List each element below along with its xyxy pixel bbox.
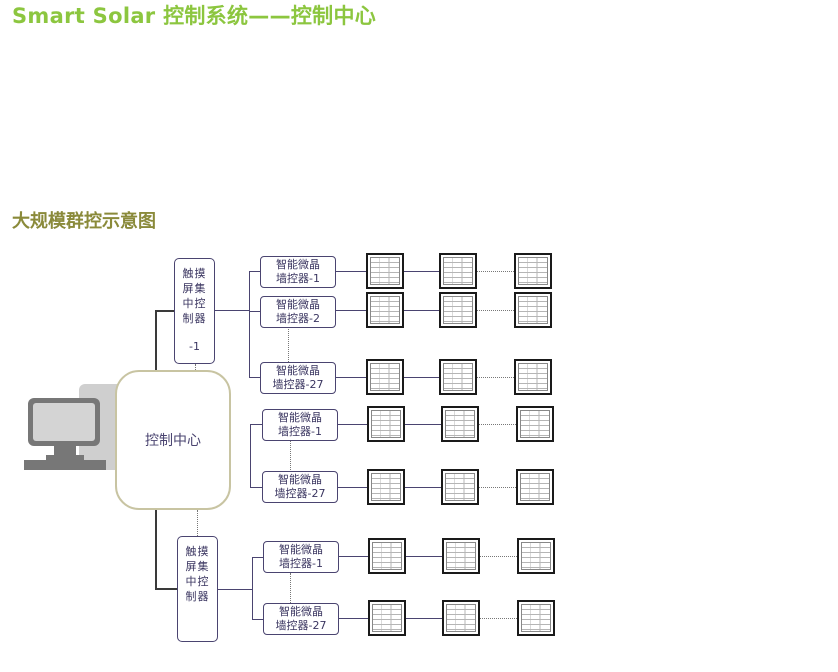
control-center-box: 控制中心: [115, 370, 231, 510]
wall-controller-a27: 智能微晶墙控器-27: [260, 362, 336, 394]
wall-controller-c27: 智能微晶墙控器-27: [263, 603, 339, 635]
pc-monitor: [28, 398, 100, 446]
screen-link: [404, 271, 439, 272]
glass-panel-icon: [439, 292, 477, 328]
bus-a-dotted: [288, 327, 289, 362]
glass-panel-icon: [517, 538, 555, 574]
touch-controller-2-label: 触摸屏集中控制器: [185, 545, 210, 603]
bus-b-v: [250, 424, 251, 488]
glass-panel-icon: [368, 538, 406, 574]
glass-panel-icon: [366, 359, 404, 395]
screen-link-dotted: [477, 271, 514, 272]
screen-link: [336, 310, 366, 311]
glass-panel-icon: [516, 469, 554, 505]
wall-controller-a2: 智能微晶墙控器-2: [260, 296, 336, 328]
wall-controller-label: 智能微晶: [276, 298, 320, 311]
glass-panel-icon: [367, 406, 405, 442]
wall-controller-label: 墙控器-1: [278, 425, 322, 438]
screen-link: [405, 487, 441, 488]
pc-stand: [46, 455, 84, 460]
wall-controller-label: 智能微晶: [278, 411, 322, 424]
screen-link-dotted: [477, 310, 514, 311]
screen-link: [339, 556, 368, 557]
bus-a-h: [215, 310, 249, 311]
screen-link-dotted: [480, 556, 517, 557]
bus-c-br1: [252, 557, 263, 558]
wall-controller-label: 墙控器-2: [276, 312, 320, 325]
screen-link: [404, 377, 439, 378]
glass-panel-icon: [514, 292, 552, 328]
link-dotted-center-touch-bottom: [197, 510, 198, 536]
glass-panel-icon: [514, 359, 552, 395]
screen-link: [338, 487, 367, 488]
pc-keyboard: [24, 460, 106, 470]
wall-controller-c1: 智能微晶墙控器-1: [263, 541, 339, 573]
control-center-label: 控制中心: [145, 433, 201, 449]
wall-controller-label: 智能微晶: [276, 258, 320, 271]
touch-controller-2: 触摸屏集中控制器: [177, 536, 218, 642]
screen-link: [338, 424, 367, 425]
link-center-bottom-h: [155, 588, 177, 590]
glass-panel-icon: [439, 359, 477, 395]
bus-c-dotted: [290, 573, 291, 603]
screen-link: [339, 618, 368, 619]
bus-c-h: [218, 589, 252, 590]
pc-neck: [54, 446, 76, 455]
bus-a-br1: [249, 271, 260, 272]
glass-panel-icon: [442, 600, 480, 636]
touch-controller-1-label: 触摸屏集中控制器: [182, 267, 207, 325]
glass-panel-icon: [439, 253, 477, 289]
wall-controller-label: 墙控器-1: [279, 557, 323, 570]
wall-controller-label: 墙控器-27: [274, 487, 326, 500]
wall-controller-b1: 智能微晶墙控器-1: [262, 409, 338, 441]
link-center-bottom-v: [155, 510, 157, 589]
glass-panel-icon: [441, 406, 479, 442]
screen-link-dotted: [480, 618, 517, 619]
wall-controller-a1: 智能微晶墙控器-1: [260, 256, 336, 288]
bus-a-br3: [249, 377, 260, 378]
bus-b-br2: [250, 487, 262, 488]
glass-panel-icon: [366, 292, 404, 328]
glass-panel-icon: [442, 538, 480, 574]
wall-controller-label: 智能微晶: [279, 543, 323, 556]
bus-b-dotted: [290, 441, 291, 470]
link-center-top-h: [155, 310, 174, 312]
bus-c-br2: [252, 619, 263, 620]
wall-controller-label: 智能微晶: [276, 364, 320, 377]
wall-controller-label: 智能微晶: [278, 473, 322, 486]
glass-panel-icon: [368, 600, 406, 636]
wall-controller-b27: 智能微晶墙控器-27: [262, 471, 338, 503]
glass-panel-icon: [367, 469, 405, 505]
bus-a-v: [249, 271, 250, 377]
glass-panel-icon: [441, 469, 479, 505]
screen-link: [404, 310, 439, 311]
screen-link-dotted: [479, 487, 516, 488]
wall-controller-label: 墙控器-1: [276, 272, 320, 285]
wall-controller-label: 墙控器-27: [275, 619, 327, 632]
screen-link: [336, 377, 366, 378]
wall-controller-label: 墙控器-27: [272, 378, 324, 391]
screen-link-dotted: [477, 377, 514, 378]
link-center-top-v: [155, 310, 157, 370]
screen-link: [406, 618, 442, 619]
bus-c-v: [252, 557, 253, 620]
wall-controller-label: 智能微晶: [279, 605, 323, 618]
glass-panel-icon: [366, 253, 404, 289]
page-title: Smart Solar 控制系统——控制中心: [12, 4, 377, 28]
glass-panel-icon: [517, 600, 555, 636]
link-dotted-center-touch-top: [195, 364, 196, 370]
touch-controller-1-suffix: -1: [189, 340, 200, 353]
glass-panel-icon: [514, 253, 552, 289]
screen-link: [405, 424, 441, 425]
glass-panel-icon: [516, 406, 554, 442]
touch-controller-1: 触摸屏集中控制器 -1: [174, 258, 215, 364]
screen-link: [336, 271, 366, 272]
screen-link: [406, 556, 442, 557]
bus-a-br2: [249, 311, 260, 312]
screen-link-dotted: [479, 424, 516, 425]
bus-b-br1: [250, 424, 262, 425]
section-title: 大规模群控示意图: [12, 211, 156, 232]
